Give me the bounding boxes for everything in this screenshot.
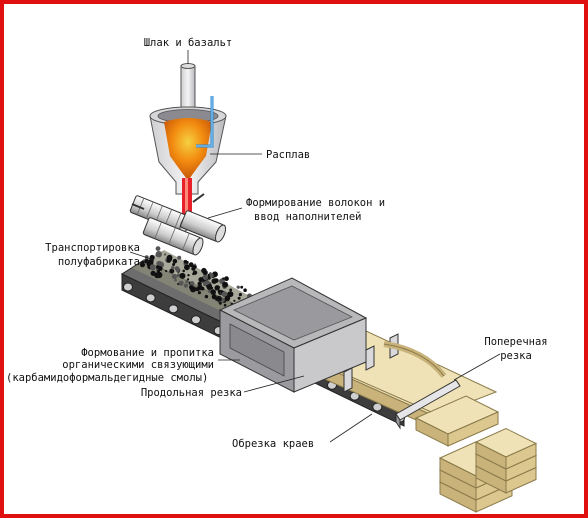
label-fiber-forming-1: Формирование волокон и <box>246 197 385 209</box>
edge-trim-strip <box>383 341 447 378</box>
fiber-speck <box>218 289 221 293</box>
fiber-speck <box>222 281 229 288</box>
fiber-speck <box>184 264 190 271</box>
fiber-speck <box>238 293 242 297</box>
conveyor-roller <box>145 293 156 303</box>
fiber-speck <box>215 295 222 302</box>
cut-slabs <box>414 395 500 447</box>
fiber-speck <box>204 294 209 299</box>
fiber-speck <box>150 264 156 271</box>
fiber-speck <box>191 266 196 271</box>
label-transport-2: полуфабриката <box>58 256 140 268</box>
fiber-speck <box>197 284 203 291</box>
fiber-speck <box>144 258 149 264</box>
fiber-speck <box>237 296 241 300</box>
fiber-speck <box>236 285 240 289</box>
fiber-speck <box>185 280 189 284</box>
fiber-speck <box>189 285 194 290</box>
fiber-speck <box>187 274 190 277</box>
fiber-speck <box>183 259 188 264</box>
fiber-speck <box>207 276 211 280</box>
fiber-speck <box>183 283 188 288</box>
fiber-speck <box>197 291 201 295</box>
fiber-speck <box>206 284 213 290</box>
fiber-speck <box>224 295 231 302</box>
label-melt: Расплав <box>266 149 310 161</box>
fiber-speck <box>219 302 222 305</box>
fiber-speck <box>214 278 219 283</box>
fiber-speck <box>154 272 161 279</box>
fiber-speck <box>194 263 197 266</box>
fiber-speck <box>141 261 145 264</box>
label-forming-2: органическими связующими <box>62 359 214 371</box>
fiber-speck <box>189 281 195 286</box>
fiber-speck <box>179 272 186 279</box>
fiber-speck <box>224 276 229 282</box>
stacked-slab <box>474 427 538 470</box>
leader-lines <box>129 50 501 443</box>
conveyor-roller <box>191 315 201 325</box>
fiber-speck <box>209 272 212 275</box>
fiber-speck <box>202 269 208 276</box>
fiber-speck <box>240 285 244 289</box>
production-line-diagram: Шлак и базальт Расплав Формирование воло… <box>6 37 548 513</box>
fiber-speck <box>150 270 156 276</box>
fiber-speck <box>171 273 178 280</box>
fiber-speck <box>202 279 205 282</box>
fiber-speck <box>171 266 175 270</box>
fiber-speck <box>155 246 161 252</box>
conveyor-roller <box>123 282 133 292</box>
fiber-speck <box>202 274 209 281</box>
fiber-speck <box>157 266 163 271</box>
fiber-speck <box>192 270 198 275</box>
conveyor-roller <box>168 304 179 314</box>
melt-body <box>164 118 212 178</box>
fiber-speck <box>155 251 162 258</box>
fiber-speck <box>174 266 180 271</box>
fiber-speck <box>229 288 233 292</box>
fiber-speck <box>147 265 150 269</box>
fiber-speck <box>211 294 217 300</box>
cross-cut-blade <box>395 379 461 430</box>
fiber-speck <box>177 255 182 260</box>
label-cross-cut-2: резка <box>500 350 532 362</box>
fiber-speck <box>166 254 173 261</box>
fiber-speck <box>172 258 178 264</box>
fiber-speck <box>146 262 151 267</box>
fiber-speck <box>163 253 167 256</box>
fiber-speck <box>176 270 179 273</box>
fiber-speck <box>221 291 228 298</box>
fiber-speck <box>165 269 168 273</box>
fiber-speck <box>233 299 236 302</box>
fiber-speck <box>156 260 162 267</box>
fiber-speck <box>178 280 184 286</box>
fiber-speck <box>214 285 220 291</box>
fiber-speck <box>210 289 216 295</box>
fiber-speck <box>169 268 175 274</box>
fiber-speck <box>172 263 176 266</box>
fiber-speck <box>174 278 177 282</box>
label-fiber-forming-2: ввод наполнителей <box>254 211 361 223</box>
melt-stream <box>182 178 192 230</box>
fiber-speck <box>204 280 210 286</box>
forming-chamber <box>218 277 368 393</box>
fiber-speck <box>176 273 181 277</box>
label-transport-1: Транспортировка <box>45 242 140 254</box>
fiber-speck <box>222 277 225 280</box>
label-longitudinal-cut: Продольная резка <box>141 387 242 399</box>
melting-furnace <box>149 96 227 195</box>
fiber-rollers <box>129 193 227 256</box>
fiber-speck <box>223 303 227 307</box>
label-edge-trim: Обрезка краев <box>232 438 314 450</box>
label-slag: Шлак и базальт <box>144 37 233 49</box>
slab-stack <box>438 427 538 513</box>
label-forming-3: (карбамидоформальдегидные смолы) <box>6 372 208 384</box>
fiber-speck <box>182 269 185 273</box>
fiber-speck <box>243 288 247 293</box>
fiber-speck <box>188 262 194 268</box>
fiber-speck <box>186 278 190 281</box>
label-cross-cut-1: Поперечная <box>484 336 547 348</box>
label-forming-1: Формование и пропитка <box>81 347 214 359</box>
